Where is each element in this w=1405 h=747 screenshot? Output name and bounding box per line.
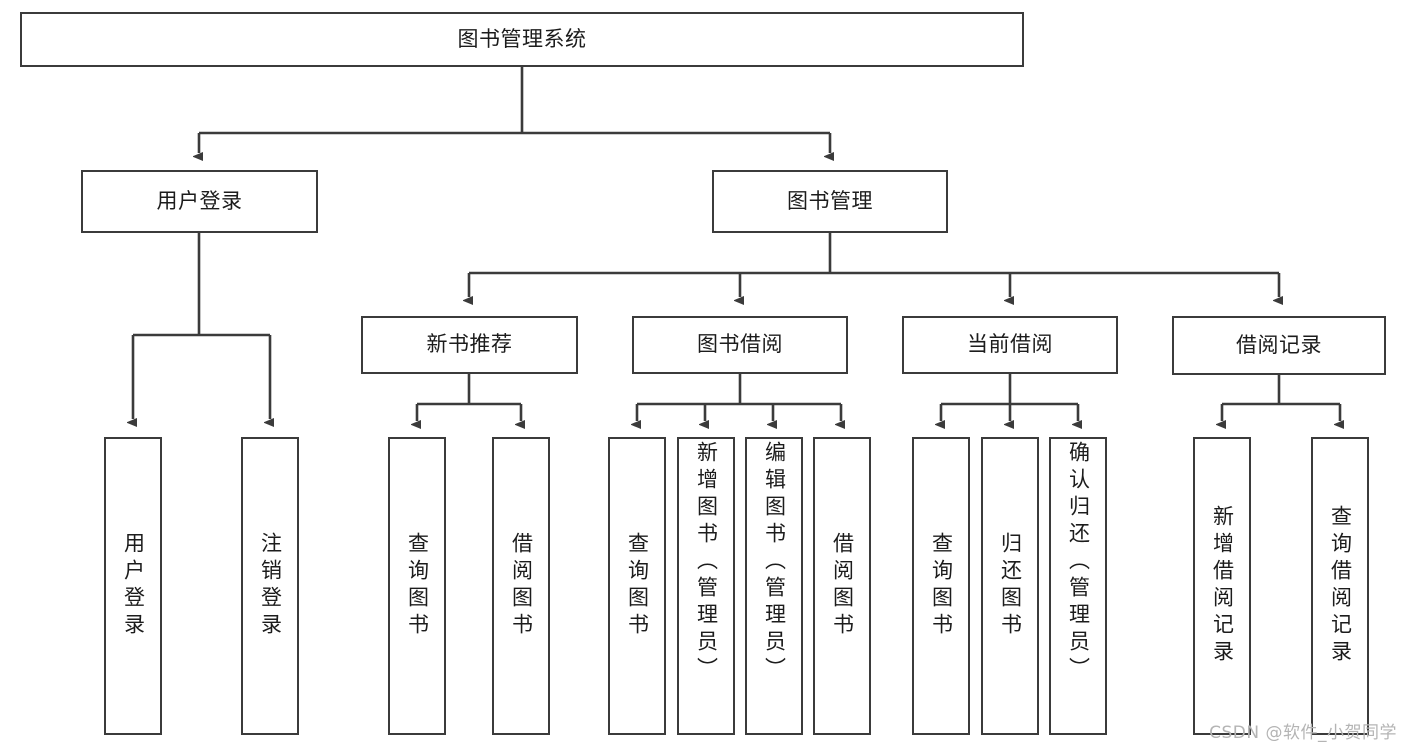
leaf-logout[interactable]: 注销登录	[241, 437, 299, 735]
leaf-borrow-book[interactable]: 借阅图书	[813, 437, 871, 735]
leaf-confirm-return-admin[interactable]: 确认归还（管理员）	[1049, 437, 1107, 735]
leaf-user-login[interactable]: 用户登录	[104, 437, 162, 735]
watermark-text: CSDN @软件_小贺同学	[1209, 723, 1397, 743]
leaf-add-borrow-record-label: 新增借阅记录	[1210, 505, 1235, 667]
leaf-borrow-book-recommend[interactable]: 借阅图书	[492, 437, 550, 735]
node-book-management[interactable]: 图书管理	[712, 170, 948, 233]
leaf-add-borrow-record[interactable]: 新增借阅记录	[1193, 437, 1251, 735]
leaf-edit-book-admin[interactable]: 编辑图书（管理员）	[745, 437, 803, 735]
leaf-return-book-label: 归还图书	[998, 532, 1023, 640]
node-root-label: 图书管理系统	[457, 26, 587, 51]
node-borrow-record-label: 借阅记录	[1236, 332, 1322, 357]
leaf-query-book-current[interactable]: 查询图书	[912, 437, 970, 735]
node-book-borrow[interactable]: 图书借阅	[632, 316, 848, 374]
leaf-query-book-borrow[interactable]: 查询图书	[608, 437, 666, 735]
node-user-login[interactable]: 用户登录	[81, 170, 318, 233]
node-current-borrow-label: 当前借阅	[967, 332, 1053, 357]
node-book-borrow-label: 图书借阅	[697, 332, 783, 357]
leaf-edit-book-admin-label: 编辑图书（管理员）	[762, 441, 787, 684]
leaf-user-login-label: 用户登录	[121, 532, 146, 640]
node-user-login-label: 用户登录	[156, 188, 243, 213]
node-root[interactable]: 图书管理系统	[20, 12, 1024, 67]
node-current-borrow[interactable]: 当前借阅	[902, 316, 1118, 374]
leaf-query-book-current-label: 查询图书	[929, 532, 954, 640]
leaf-query-borrow-record[interactable]: 查询借阅记录	[1311, 437, 1369, 735]
leaf-query-borrow-record-label: 查询借阅记录	[1328, 505, 1353, 667]
node-new-book-recommend-label: 新书推荐	[426, 332, 513, 357]
leaf-return-book[interactable]: 归还图书	[981, 437, 1039, 735]
leaf-confirm-return-admin-label: 确认归还（管理员）	[1066, 441, 1091, 684]
leaf-query-book-borrow-label: 查询图书	[625, 532, 650, 640]
node-borrow-record[interactable]: 借阅记录	[1172, 316, 1386, 375]
leaf-logout-label: 注销登录	[258, 532, 283, 640]
leaf-borrow-book-recommend-label: 借阅图书	[509, 532, 534, 640]
leaf-add-book-admin[interactable]: 新增图书（管理员）	[677, 437, 735, 735]
leaf-add-book-admin-label: 新增图书（管理员）	[694, 441, 719, 684]
leaf-borrow-book-label: 借阅图书	[830, 532, 855, 640]
node-book-management-label: 图书管理	[787, 188, 873, 213]
node-new-book-recommend[interactable]: 新书推荐	[361, 316, 578, 374]
leaf-query-book-recommend-label: 查询图书	[405, 532, 430, 640]
leaf-query-book-recommend[interactable]: 查询图书	[388, 437, 446, 735]
